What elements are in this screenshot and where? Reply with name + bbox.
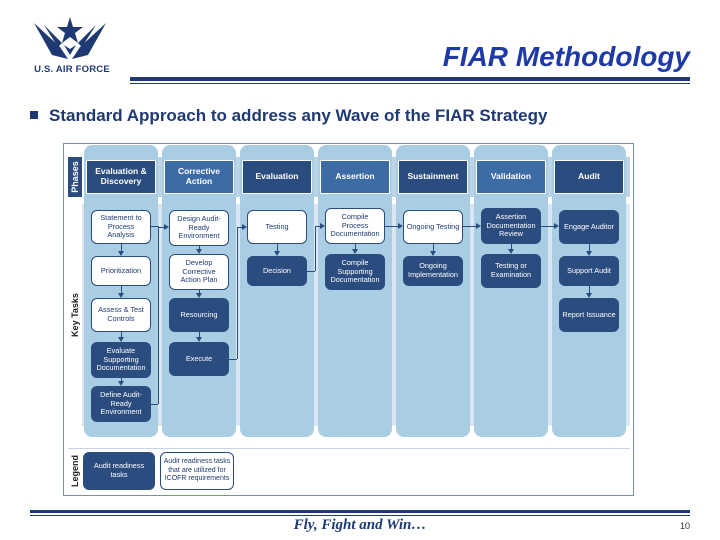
arrow-down-icon <box>430 251 436 256</box>
arrow-down-icon <box>118 381 124 386</box>
connector <box>307 271 315 272</box>
connector <box>541 226 556 227</box>
task-design-audit-ready-environment: Design Audit-Ready Environment <box>169 210 229 246</box>
task-assertion-documentation-review: Assertion Documentation Review <box>481 208 541 244</box>
task-prioritization: Prioritization <box>91 256 151 286</box>
phase-validation: Validation <box>476 160 546 194</box>
task-assess-test-controls: Assess & Test Controls <box>91 298 151 332</box>
connector <box>237 227 238 359</box>
connector <box>199 246 200 249</box>
task-compile-supporting-documentation: Compile Supporting Documentation <box>325 254 385 290</box>
air-force-logo-icon <box>34 17 106 59</box>
task-report-issuance: Report Issuance <box>559 298 619 332</box>
slide-subtitle: Standard Approach to address any Wave of… <box>49 106 548 125</box>
logo-wordmark: U.S. AIR FORCE <box>34 64 110 75</box>
connector <box>315 226 316 271</box>
task-develop-corrective-action-plan: Develop Corrective Action Plan <box>169 254 229 290</box>
connector <box>121 244 122 251</box>
phase-evaluation: Evaluation <box>242 160 312 194</box>
arrow-right-icon <box>398 223 403 229</box>
header-rule <box>130 77 690 81</box>
arrow-down-icon <box>118 293 124 298</box>
connector <box>511 244 512 249</box>
phase-sustainment: Sustainment <box>398 160 468 194</box>
slide-title: FIAR Methodology <box>442 41 690 72</box>
page-number: 10 <box>679 521 690 531</box>
legend-label: Legend <box>68 450 82 492</box>
phase-evaluation-discovery: Evaluation & Discovery <box>86 160 156 194</box>
legend-key-dark: Audit readiness tasks <box>83 452 155 490</box>
task-engage-auditor: Engage Auditor <box>559 210 619 244</box>
connector <box>589 244 590 251</box>
arrow-down-icon <box>196 293 202 298</box>
bullet-square-icon <box>30 111 38 119</box>
arrow-down-icon <box>586 251 592 256</box>
connector <box>151 404 158 405</box>
task-testing-or-examination: Testing or Examination <box>481 254 541 288</box>
task-support-audit: Support Audit <box>559 256 619 286</box>
connector <box>315 226 320 227</box>
phase-assertion: Assertion <box>320 160 390 194</box>
header-rule-thin <box>130 83 690 84</box>
connector <box>277 244 278 251</box>
task-ongoing-implementation: Ongoing Implementation <box>403 256 463 286</box>
arrow-down-icon <box>196 249 202 254</box>
connector <box>355 244 356 249</box>
connector <box>151 226 158 227</box>
arrow-down-icon <box>352 249 358 254</box>
task-statement-to-process-analysis: Statement to Process Analysis <box>91 210 151 244</box>
connector <box>433 244 434 251</box>
arrow-down-icon <box>196 337 202 342</box>
footer-motto: Fly, Fight and Win… <box>293 517 427 533</box>
connector <box>199 290 200 293</box>
connector <box>237 227 242 228</box>
task-decision: Decision <box>247 256 307 286</box>
arrow-right-icon <box>476 223 481 229</box>
footer-rule <box>30 510 690 513</box>
task-testing: Testing <box>247 210 307 244</box>
arrow-down-icon <box>586 293 592 298</box>
phase-corrective-action: Corrective Action <box>164 160 234 194</box>
task-evaluate-supporting-documentation: Evaluate Supporting Documentation <box>91 342 151 378</box>
task-resourcing: Resourcing <box>169 298 229 332</box>
arrow-down-icon <box>118 337 124 342</box>
task-execute: Execute <box>169 342 229 376</box>
connector <box>158 226 159 404</box>
legend-key-white: Audit readiness tasks that are utilized … <box>160 452 234 490</box>
footer-rule-thin <box>30 515 690 516</box>
connector <box>463 226 478 227</box>
connector <box>385 226 400 227</box>
connector <box>121 286 122 293</box>
connector <box>121 332 122 337</box>
arrow-right-icon <box>320 223 325 229</box>
task-define-audit-ready-environment: Define Audit-Ready Environment <box>91 386 151 422</box>
phases-label: Phases <box>68 157 82 197</box>
task-ongoing-testing: Ongoing Testing <box>403 210 463 244</box>
connector <box>121 378 122 381</box>
task-compile-process-documentation: Compile Process Documentation <box>325 208 385 244</box>
arrow-down-icon <box>508 249 514 254</box>
arrow-right-icon <box>554 223 559 229</box>
arrow-down-icon <box>274 251 280 256</box>
arrow-right-icon <box>164 224 169 230</box>
key-tasks-label: Key Tasks <box>68 204 82 426</box>
arrow-right-icon <box>242 224 247 230</box>
connector <box>199 332 200 337</box>
connector <box>158 227 164 228</box>
connector <box>589 286 590 293</box>
connector <box>229 359 237 360</box>
phase-audit: Audit <box>554 160 624 194</box>
arrow-down-icon <box>118 251 124 256</box>
